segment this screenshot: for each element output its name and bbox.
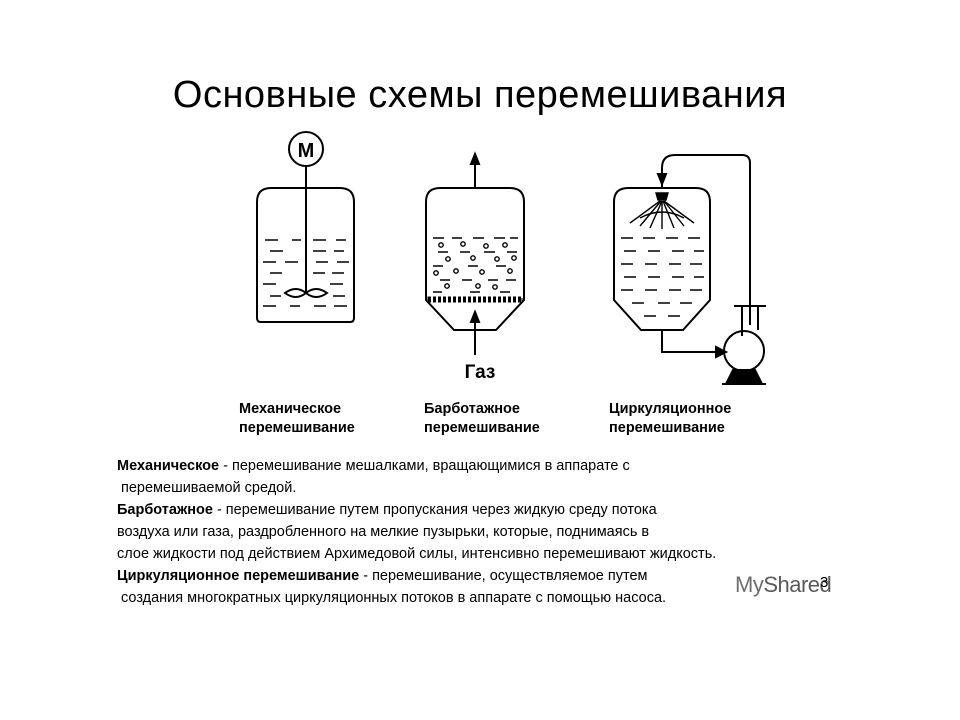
liquid-with-bubbles [433,237,518,293]
suction-pipe [661,330,722,353]
scheme-label-bubbling-1: Барботажное [424,401,520,417]
pump-icon [723,330,765,372]
spray-nozzle-icon [629,192,695,229]
bubbling-mixer-vessel [425,151,525,355]
page-number: 3 [820,574,829,591]
pump-base [724,369,764,385]
desc-bubbling-2: воздуха или газа, раздробленного на мелк… [117,524,650,540]
desc-circulation-2: создания многократных циркуляционных пот… [121,590,667,606]
mechanical-mixer-vessel [256,131,355,323]
term-mechanical: Механическое [117,458,220,474]
term-bubbling: Барботажное [117,502,213,518]
scheme-label-mechanical-2: перемешивание [239,420,355,436]
watermark-shared: Shared [763,572,832,597]
gas-label: Газ [465,362,496,383]
term-circulation: Циркуляционное перемешивание [117,568,360,584]
agitator-impeller-icon [283,288,329,298]
desc-bubbling-1: - перемешивание путем пропускания через … [212,502,657,518]
liquid-dashes [263,239,349,307]
desc-circulation-1: - перемешивание, осуществляемое путем [359,568,648,584]
circulation-mixer-vessel [613,154,766,385]
liquid-dashes [621,237,704,317]
arrow-down-icon [656,173,668,187]
scheme-label-bubbling-2: перемешивание [424,420,540,436]
scheme-label-circulation-1: Циркуляционное [609,401,731,417]
desc-mechanical-2: перемешиваемой средой. [121,480,297,496]
mixing-schemes-diagram: М Газ Механическое перемешивание Барбота… [239,131,766,436]
desc-bubbling-3: слое жидкости под действием Архимедовой … [117,546,717,562]
description-text: Механическое - перемешивание мешалками, … [117,455,877,609]
arrow-up-icon [469,309,481,323]
scheme-label-mechanical-1: Механическое [239,401,341,417]
motor-label: М [298,140,315,162]
arrow-right-icon [715,345,729,359]
arrow-up-icon [469,151,481,165]
return-pipe [661,154,751,325]
scheme-label-circulation-2: перемешивание [609,420,725,436]
slide-title: Основные схемы перемешивания [172,74,788,116]
desc-mechanical-1: - перемешивание мешалками, вращающимися … [219,458,630,474]
watermark-my: My [735,572,764,597]
